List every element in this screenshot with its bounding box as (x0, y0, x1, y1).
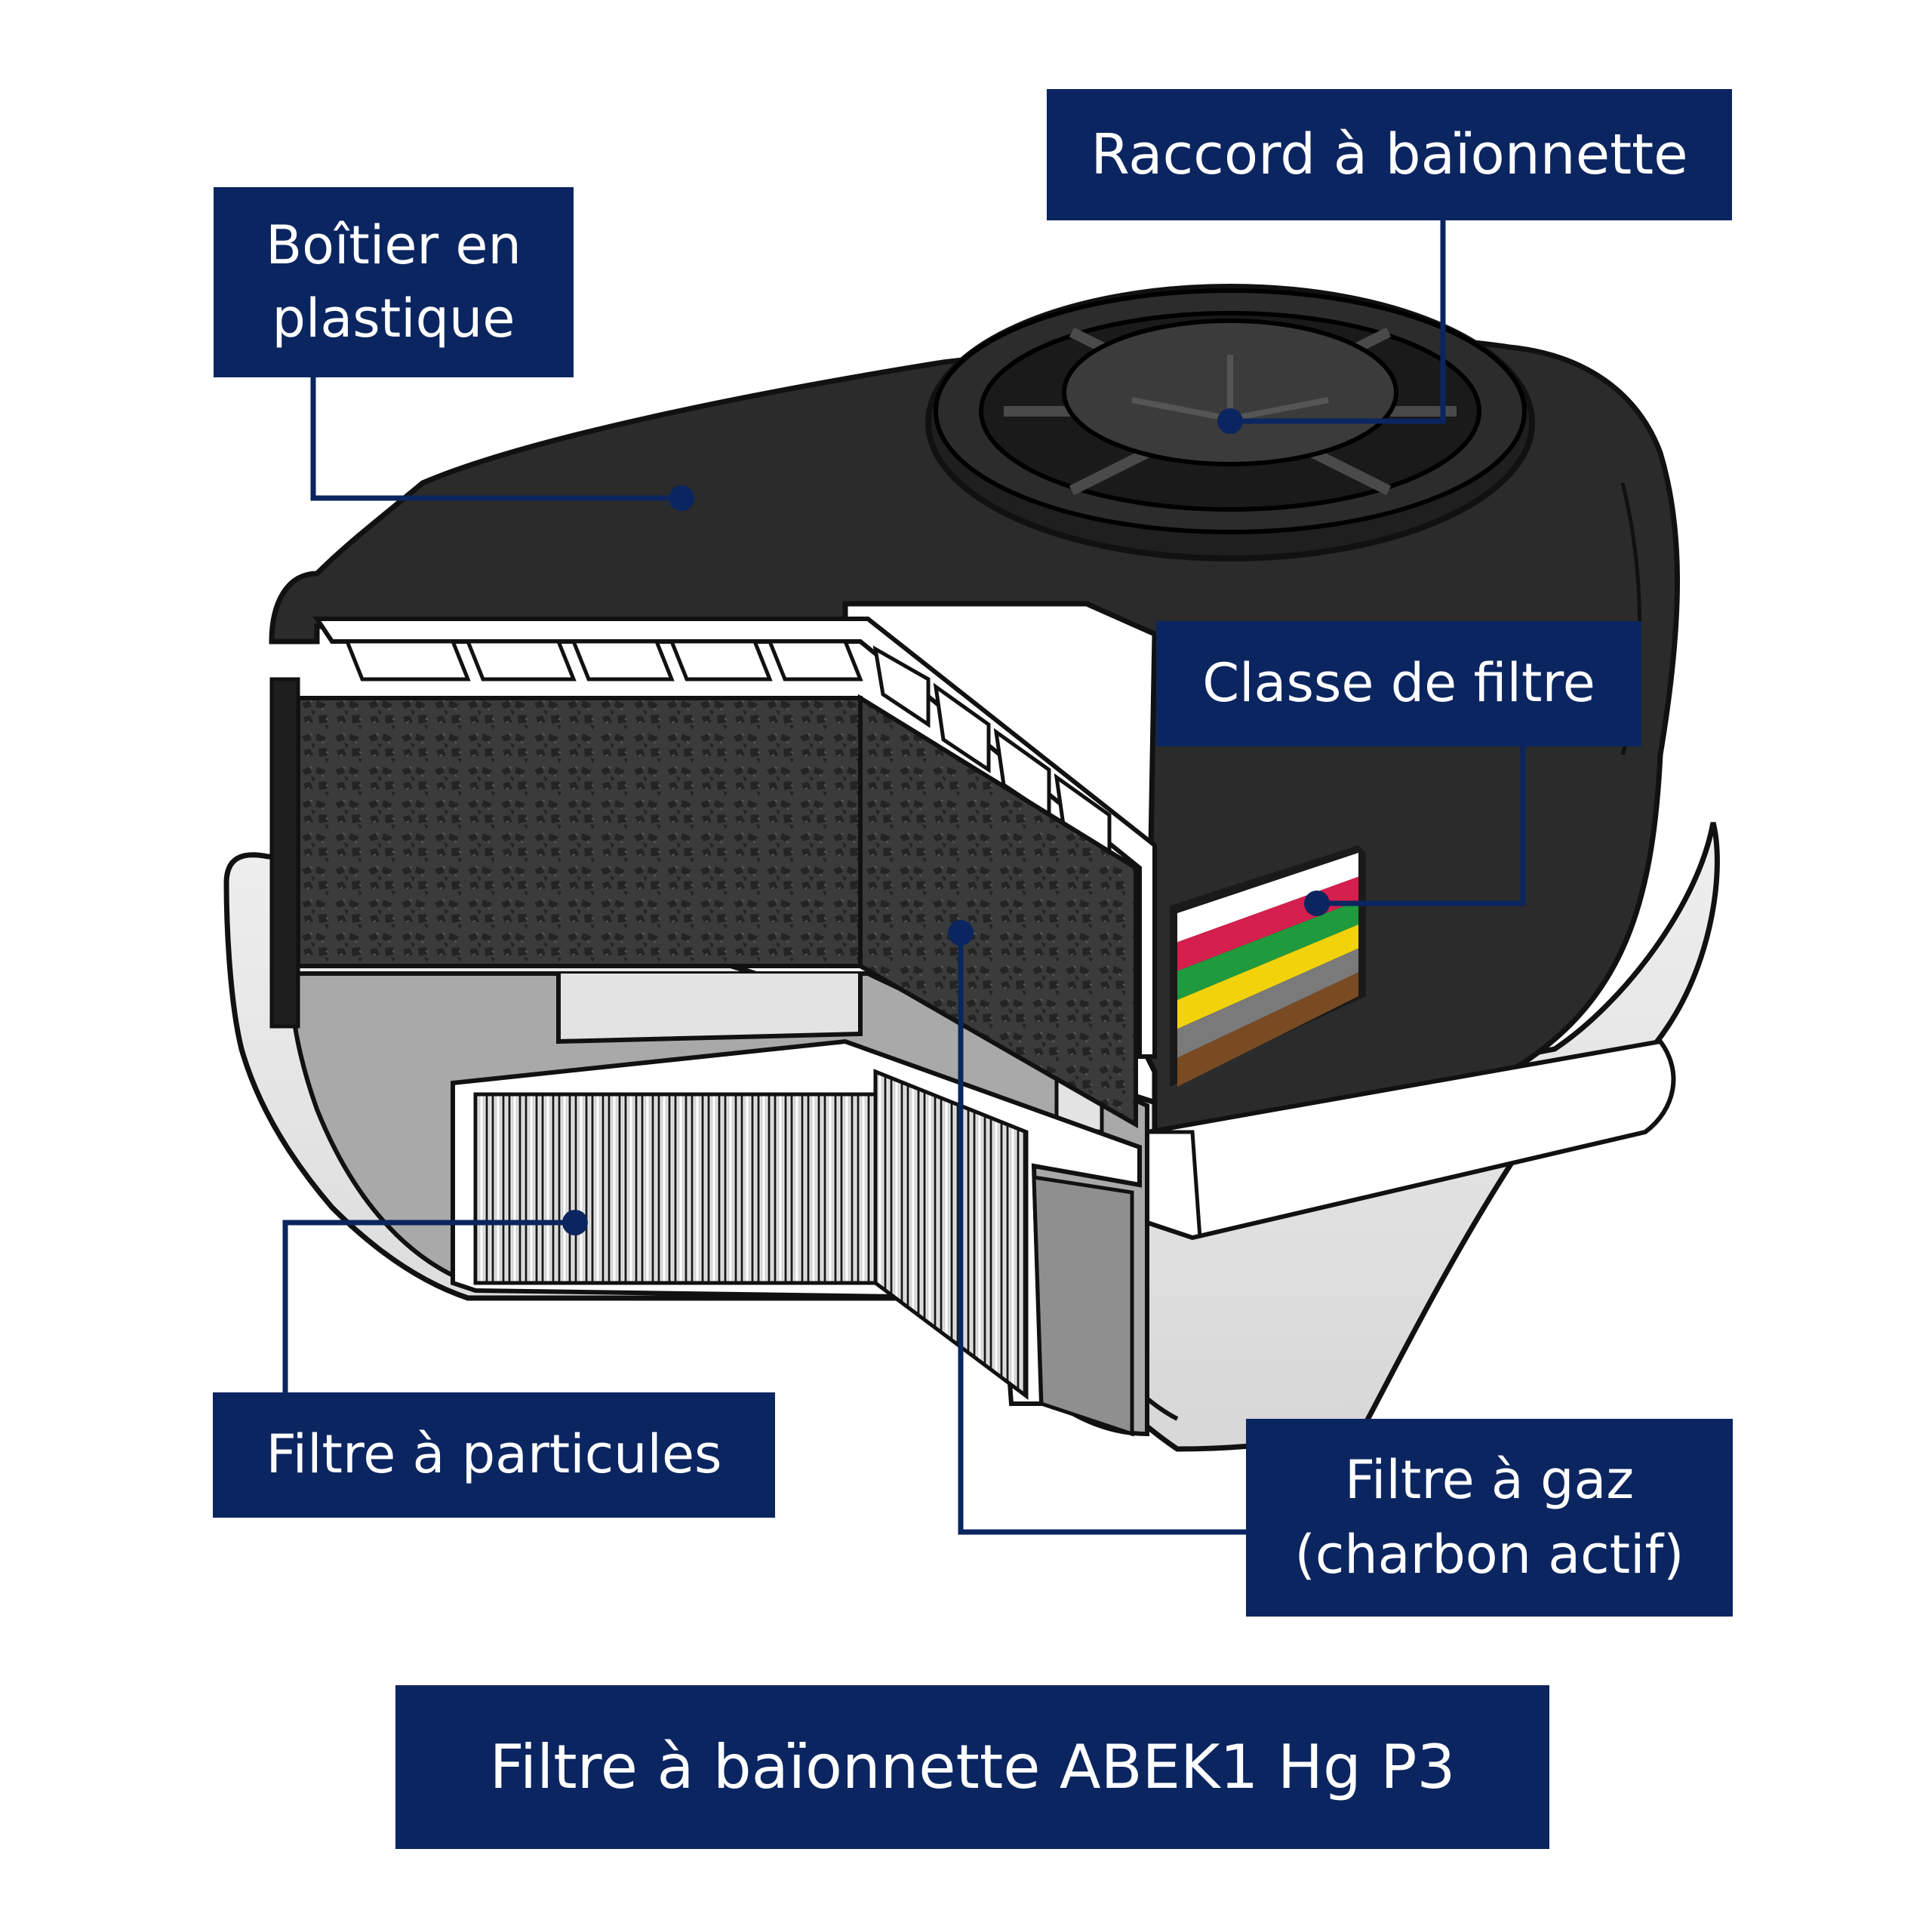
filter-class-stripe (1177, 948, 1358, 1058)
dot-gaz (948, 920, 974, 946)
leader-boitier (310, 377, 681, 501)
dot-particules (562, 1210, 588, 1235)
label-particle-filter: Filtre à particules (213, 1392, 775, 1518)
front-rim (1145, 1038, 1676, 1241)
filter-class-stripes (1170, 845, 1366, 1087)
label-plastic-housing-line2: plastique (272, 288, 515, 349)
filter-class-stripe (1177, 900, 1358, 1000)
label-bayonet-connector-text: Raccord à baïonnette (1091, 122, 1688, 187)
label-filter-class: Classe de filtre (1156, 621, 1641, 746)
filter-class-stripe (1177, 924, 1358, 1029)
filter-class-stripe (1177, 853, 1358, 943)
label-plastic-housing: Boîtier en plastique (214, 187, 574, 377)
label-filter-class-text: Classe de filtre (1202, 652, 1595, 715)
label-plastic-housing-line1: Boîtier en (266, 214, 521, 277)
label-gas-filter-line2: (charbon actif) (1294, 1524, 1684, 1586)
filter-class-stripe (1177, 972, 1358, 1087)
diagram-title: Filtre à baïonnette ABEK1 Hg P3 (395, 1685, 1549, 1849)
label-gas-filter-line1: Filtre à gaz (1344, 1448, 1635, 1511)
dot-raccord (1217, 408, 1243, 434)
label-gas-filter: Filtre à gaz (charbon actif) (1246, 1419, 1733, 1617)
leader-classe (1317, 746, 1526, 906)
label-bayonet-connector: Raccord à baïonnette (1047, 89, 1732, 220)
leader-particules (282, 1220, 575, 1392)
diagram-title-text: Filtre à baïonnette ABEK1 Hg P3 (489, 1731, 1456, 1802)
dot-boitier (669, 485, 694, 511)
leader-lines (282, 220, 1526, 1535)
particle-filter (451, 1038, 1142, 1437)
carbon-filter (269, 677, 1138, 1129)
dot-classe (1304, 891, 1330, 916)
rib-wall (312, 617, 1157, 1059)
leader-dots (562, 408, 1330, 1235)
label-particle-filter-text: Filtre à particules (266, 1423, 722, 1486)
leader-gaz (958, 933, 1246, 1535)
leader-raccord (1230, 220, 1446, 424)
